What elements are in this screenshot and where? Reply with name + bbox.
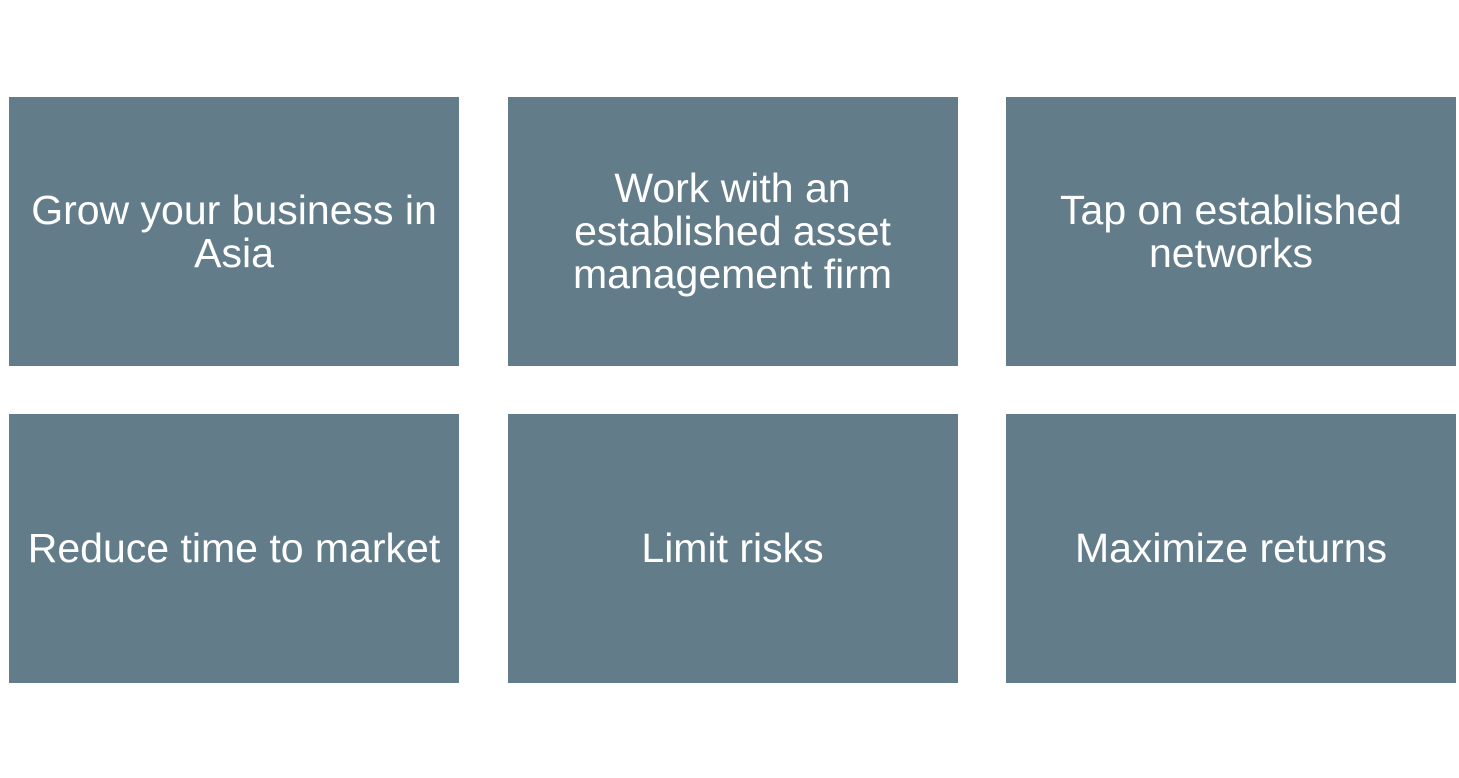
benefit-tile-grow-business: Grow your business in Asia (9, 97, 459, 366)
benefit-tile-label: Maximize returns (1074, 525, 1388, 571)
benefit-tile-maximize-returns: Maximize returns (1006, 414, 1456, 683)
benefits-grid: Grow your business in Asia Work with an … (9, 97, 1456, 683)
benefit-tile-networks: Tap on established networks (1006, 97, 1456, 366)
benefit-tile-label: Tap on established networks (1060, 186, 1402, 276)
benefit-tile-label: Reduce time to market (27, 525, 441, 571)
benefit-tile-time-to-market: Reduce time to market (9, 414, 459, 683)
benefit-tile-label: Work with an established asset managemen… (572, 165, 892, 297)
benefit-tile-asset-management: Work with an established asset managemen… (507, 97, 958, 366)
benefit-tile-limit-risks: Limit risks (507, 414, 958, 683)
benefit-tile-label: Limit risks (641, 525, 824, 571)
benefit-tile-label: Grow your business in Asia (31, 186, 437, 276)
